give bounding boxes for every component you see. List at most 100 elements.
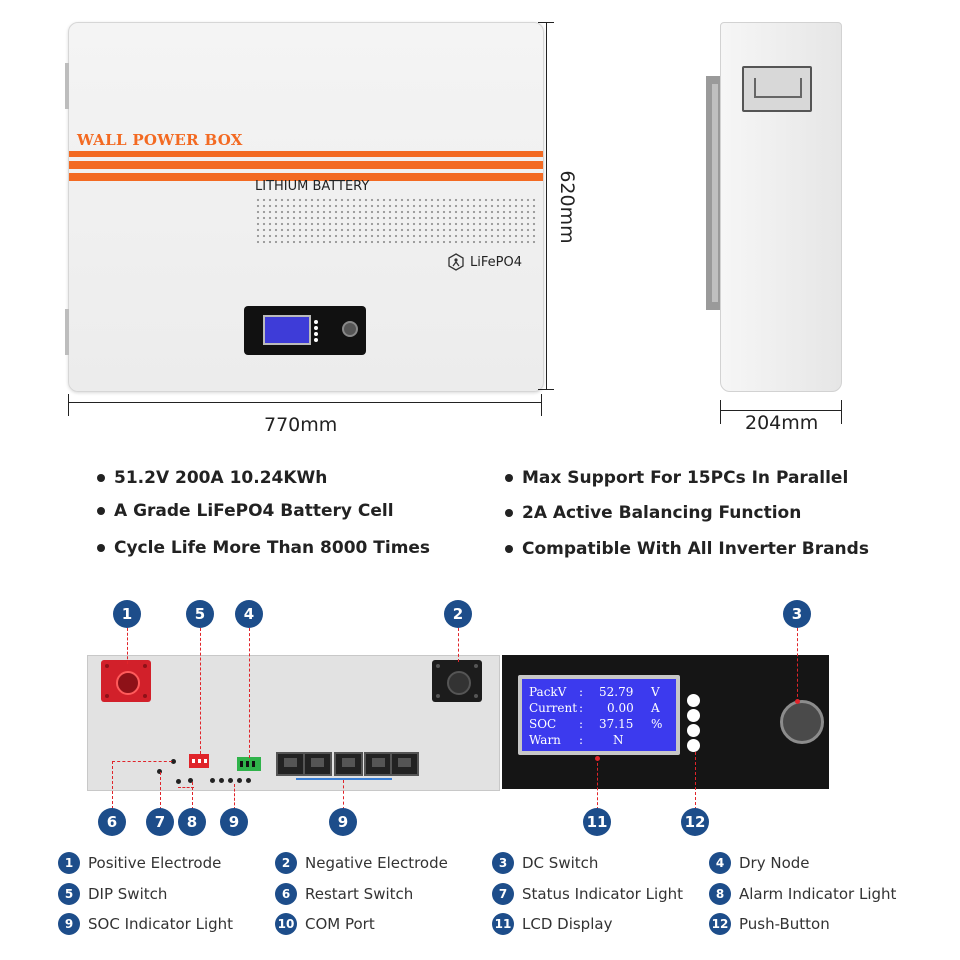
soc-led [228, 778, 233, 783]
mini-button [314, 332, 318, 336]
push-button[interactable] [687, 694, 700, 707]
leader-line [234, 784, 235, 810]
vent-dot-pattern [255, 197, 539, 247]
bullet-dot [97, 507, 105, 515]
lcd-row: Warn : N [529, 733, 624, 747]
leader-line [160, 772, 161, 810]
bullet-dot [505, 474, 513, 482]
feature-text: Cycle Life More Than 8000 Times [114, 538, 431, 558]
positive-electrode [101, 660, 151, 702]
depth-tick-left [720, 400, 721, 424]
front-mini-control-panel [244, 306, 366, 355]
feature-item: 2A Active Balancing Function [505, 503, 801, 523]
com-port [334, 752, 363, 776]
mini-button [314, 338, 318, 342]
lifepo4-badge: LiFePO4 [447, 253, 522, 271]
com-port [276, 752, 305, 776]
soc-led [210, 778, 215, 783]
leader-line [797, 628, 798, 702]
mini-button [314, 320, 318, 324]
callout-badge: 3 [783, 600, 811, 628]
callout-badge: 2 [444, 600, 472, 628]
push-button[interactable] [687, 724, 700, 737]
feature-item: Compatible With All Inverter Brands [505, 539, 869, 559]
leader-line [200, 628, 201, 754]
mini-button [314, 326, 318, 330]
lifepo4-text: LiFePO4 [470, 254, 522, 270]
bullet-dot [97, 474, 105, 482]
lcd-row: SOC : 37.15 % [529, 717, 663, 731]
dc-switch[interactable] [780, 700, 824, 744]
push-button[interactable] [687, 709, 700, 722]
feature-item: 51.2V 200A 10.24KWh [97, 468, 327, 488]
callout-badge: 7 [146, 808, 174, 836]
feature-text: Max Support For 15PCs In Parallel [522, 468, 849, 488]
leader-line [458, 628, 459, 662]
bullet-dot [505, 509, 513, 517]
feature-item: Cycle Life More Than 8000 Times [97, 538, 430, 558]
com-port [303, 752, 332, 776]
lcd-row: Current : 0.00 A [529, 701, 660, 715]
height-tick-top [538, 22, 554, 23]
callout-badge: 9 [329, 808, 357, 836]
dry-node-connector [237, 757, 261, 771]
feature-text: A Grade LiFePO4 Battery Cell [114, 501, 394, 521]
soc-led [246, 778, 251, 783]
negative-terminal-bolt [447, 671, 471, 695]
leader-line [695, 752, 696, 810]
leader-line [112, 761, 113, 809]
height-tick-bottom [538, 389, 554, 390]
callout-badge: 6 [98, 808, 126, 836]
wall-bracket-inner [712, 84, 718, 302]
alarm-indicator-light [176, 779, 181, 784]
leader-line [127, 628, 128, 664]
height-label: 620mm [556, 170, 578, 244]
feature-text: Compatible With All Inverter Brands [522, 539, 869, 559]
depth-tick-right [841, 400, 842, 424]
mini-dc-switch [342, 321, 358, 337]
lcd-display: PackV : 52.79 V Current : 0.00 A SOC : 3… [518, 675, 680, 755]
callout-badge: 5 [186, 600, 214, 628]
callout-badge: 11 [583, 808, 611, 836]
dip-switch [189, 754, 209, 768]
soc-led [237, 778, 242, 783]
callout-badge: 4 [235, 600, 263, 628]
push-button[interactable] [687, 739, 700, 752]
feature-item: A Grade LiFePO4 Battery Cell [97, 501, 394, 521]
lifepo4-hex-icon [448, 253, 464, 271]
soc-led [219, 778, 224, 783]
lcd-row: PackV : 52.79 V [529, 685, 660, 699]
feature-text: 51.2V 200A 10.24KWh [114, 468, 328, 488]
callout-badge: 9 [220, 808, 248, 836]
brand-text: WALL POWER BOX [77, 131, 243, 149]
front-side-tab [65, 309, 69, 355]
battery-front-view: WALL POWER BOX LITHIUM BATTERY LiFePO4 [65, 22, 544, 392]
com-port [364, 752, 393, 776]
bullet-dot [97, 544, 105, 552]
leader-line [343, 780, 344, 810]
leader-line [597, 758, 598, 810]
width-tick-right [541, 394, 542, 416]
callout-badge: 12 [681, 808, 709, 836]
negative-electrode [432, 660, 482, 702]
side-handle [742, 66, 812, 112]
feature-item: Max Support For 15PCs In Parallel [505, 468, 848, 488]
bullet-dot [505, 545, 513, 553]
depth-dimension-line [720, 410, 842, 411]
width-dimension-line [68, 402, 542, 403]
mini-lcd [263, 315, 311, 345]
restart-switch [171, 759, 176, 764]
status-indicator-light [157, 769, 162, 774]
